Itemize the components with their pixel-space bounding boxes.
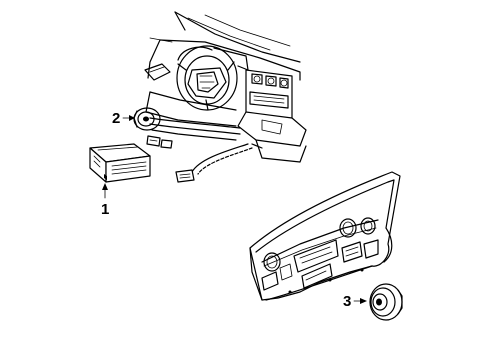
rear-speaker [369,283,403,321]
front-speaker [133,107,161,131]
callout-1: 1 [101,183,109,218]
callout-label-3: 3 [343,293,351,310]
dashboard-assembly [144,11,307,183]
callout-3: 3 [343,293,367,310]
control-module [89,143,151,183]
callout-label-2: 2 [112,110,120,127]
callout-2: 2 [112,110,135,127]
instrument-panel [249,171,401,301]
callout-label-1: 1 [101,201,109,218]
